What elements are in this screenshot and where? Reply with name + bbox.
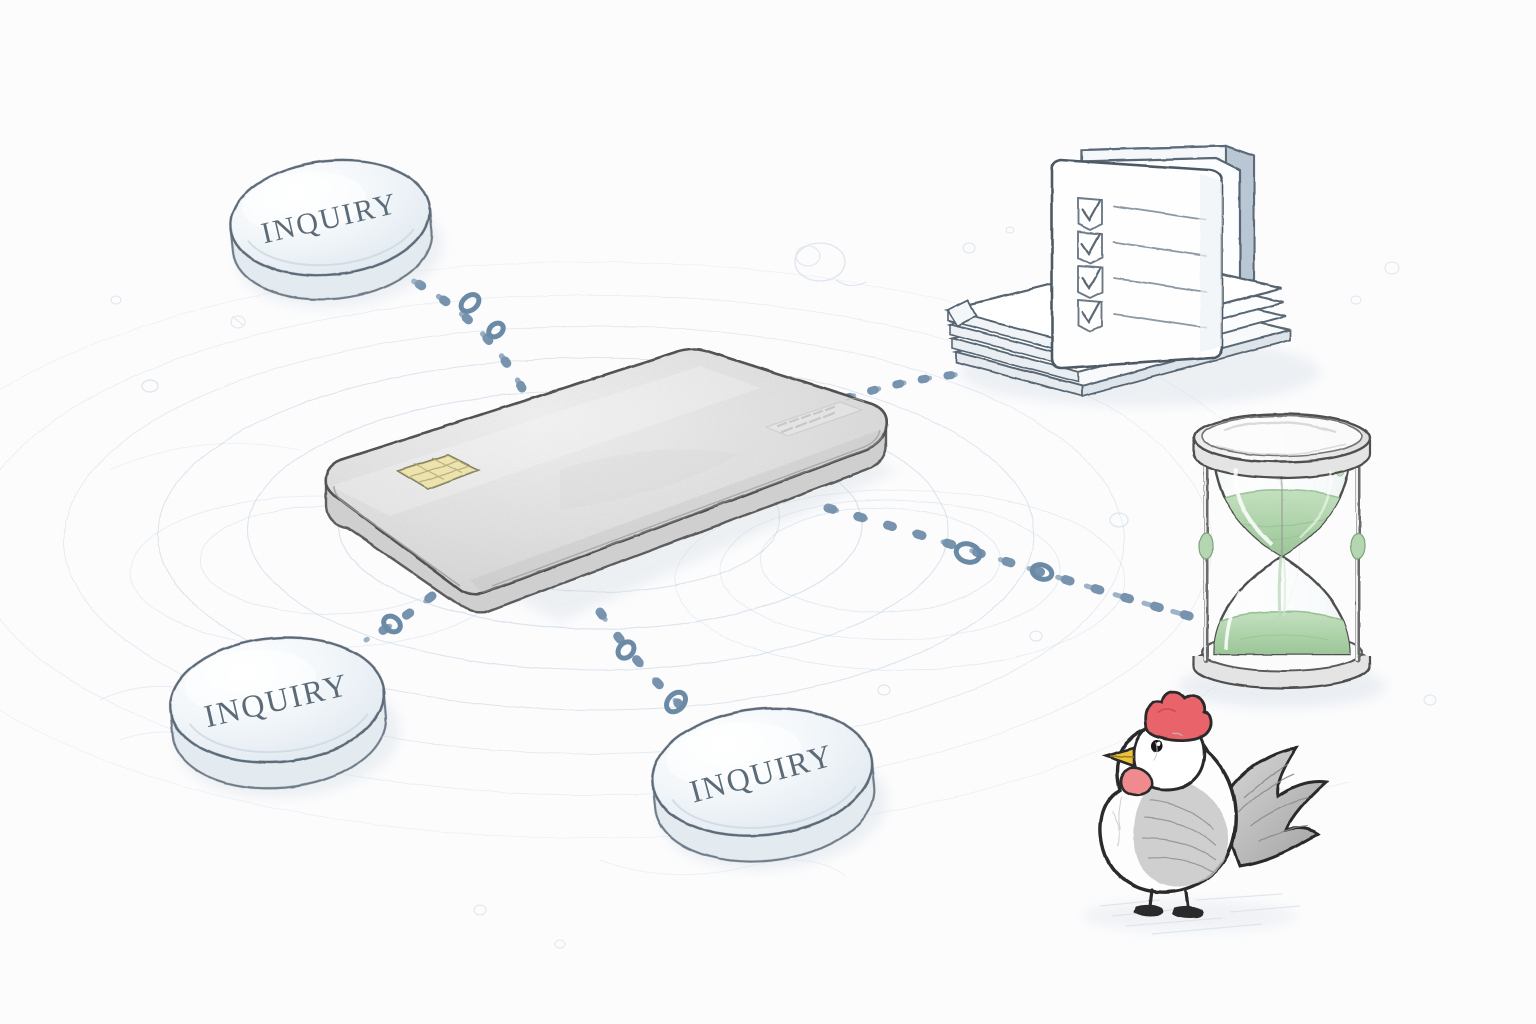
chicken-texture — [1111, 741, 1159, 847]
checklist-card[interactable] — [1050, 158, 1224, 370]
chicken-legs — [1148, 888, 1190, 910]
disc-highlight — [184, 649, 317, 715]
card-inner-bevel-right — [491, 429, 881, 587]
disc-highlight — [242, 172, 366, 234]
checkbox-2 — [1077, 230, 1103, 266]
inquiry-disc-bottom-left[interactable]: INQUIRY — [165, 628, 405, 807]
checklist-rule-lines — [1113, 205, 1207, 329]
chicken-beak-line — [1109, 755, 1135, 758]
hourglass-cap — [1192, 412, 1372, 480]
connection-ring-dots — [381, 292, 1055, 715]
link-card-to-disc-bottom-left-fine — [363, 593, 435, 643]
disc-inner-shade — [671, 785, 857, 829]
link-card-to-disc-top-left-fine — [401, 273, 525, 391]
disc-inner-shade — [247, 228, 415, 267]
emv-chip[interactable] — [395, 454, 481, 490]
hourglass-sand-stream — [1277, 555, 1283, 619]
card-inner-bevel — [333, 485, 461, 587]
chicken-head-detail — [1171, 732, 1183, 737]
card-embossed-block — [764, 397, 865, 437]
chicken-eye-highlight — [1157, 742, 1161, 746]
chicken-tail — [1216, 746, 1330, 868]
checkbox-3 — [1077, 264, 1103, 300]
hourglass-highlights — [1224, 467, 1332, 651]
link-card-to-documents-fine — [843, 371, 965, 401]
chicken-wattle — [1119, 766, 1154, 797]
checklist-checkboxes[interactable] — [1077, 196, 1103, 334]
inquiry-disc-top-left[interactable]: INQUIRY — [225, 150, 449, 318]
hourglass-sand-bottom — [1214, 611, 1350, 654]
link-card-to-disc-bottom-mid-fine — [597, 609, 693, 717]
chicken-comb-detail — [1157, 708, 1177, 713]
chicken-wing-lines — [1141, 799, 1217, 873]
checklist-edge-shade — [1200, 174, 1222, 352]
link-card-to-hourglass-fine — [825, 505, 1199, 621]
chicken-wing — [1133, 778, 1229, 887]
checkbox-4 — [1077, 298, 1103, 334]
disc-highlight — [666, 722, 802, 788]
disc-inner-shade — [188, 713, 369, 754]
inquiry-disc-bottom-mid[interactable]: INQUIRY — [646, 697, 894, 881]
checkbox-1 — [1077, 196, 1103, 232]
chicken-comb — [1144, 690, 1213, 743]
chicken-feet — [1134, 904, 1204, 919]
